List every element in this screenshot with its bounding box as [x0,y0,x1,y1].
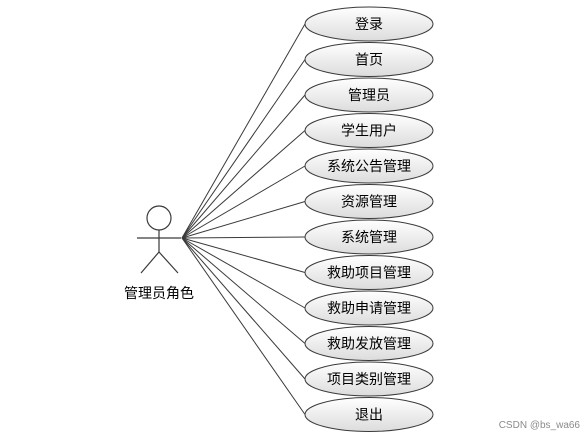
association-line [181,236,306,239]
actor: 管理员角色 [124,205,194,302]
use-case: 项目类别管理 [304,361,434,397]
use-case-label: 救助申请管理 [327,301,411,317]
association-line [181,237,306,380]
use-case: 救助项目管理 [304,255,434,290]
association-line [181,165,306,239]
use-case: 管理员 [304,77,434,113]
use-case: 首页 [304,42,434,77]
use-case: 救助发放管理 [304,326,434,361]
use-case-ellipse [304,148,434,184]
actor-left-leg [140,251,160,274]
use-case-label: 管理员 [348,88,390,104]
use-case-label: 系统公告管理 [327,159,411,175]
association-line [181,237,306,273]
use-case-list: 登录首页管理员学生用户系统公告管理资源管理系统管理救助项目管理救助申请管理救助发… [304,6,434,432]
association-line [181,237,306,309]
use-case-ellipse [304,219,434,255]
actor-label: 管理员角色 [124,285,194,302]
use-case-ellipse [304,361,434,397]
association-line [181,237,306,344]
watermark: CSDN @bs_wa66 [499,420,581,431]
use-case-ellipse [304,397,434,432]
use-case-label: 系统管理 [341,230,397,246]
association-line [181,237,306,415]
association-line [181,94,306,239]
use-case-ellipse [304,326,434,361]
actor-head [146,205,172,231]
use-case-label: 登录 [355,17,383,33]
use-case: 资源管理 [304,184,434,219]
association-line [181,23,306,239]
use-case-label: 项目类别管理 [327,372,411,388]
actor-right-leg [158,251,179,274]
use-case-ellipse [304,42,434,77]
use-case-ellipse [304,77,434,113]
association-line [181,59,306,239]
use-case: 系统公告管理 [304,148,434,184]
use-case: 学生用户 [304,113,434,148]
use-case-label: 学生用户 [341,123,397,140]
use-case: 救助申请管理 [304,290,434,326]
use-case-ellipse [304,113,434,148]
use-case: 退出 [304,397,434,432]
use-case-label: 退出 [355,408,383,424]
use-case-ellipse [304,184,434,219]
association-line [181,130,306,239]
association-line [181,201,306,239]
use-case-ellipse [304,6,434,42]
use-case-label: 资源管理 [341,195,397,211]
use-case: 登录 [304,6,434,42]
use-case: 系统管理 [304,219,434,255]
association-lines [181,23,306,415]
use-case-label: 救助项目管理 [327,266,411,282]
use-case-label: 首页 [355,53,383,69]
use-case-ellipse [304,255,434,290]
use-case-ellipse [304,290,434,326]
use-case-label: 救助发放管理 [327,337,411,353]
